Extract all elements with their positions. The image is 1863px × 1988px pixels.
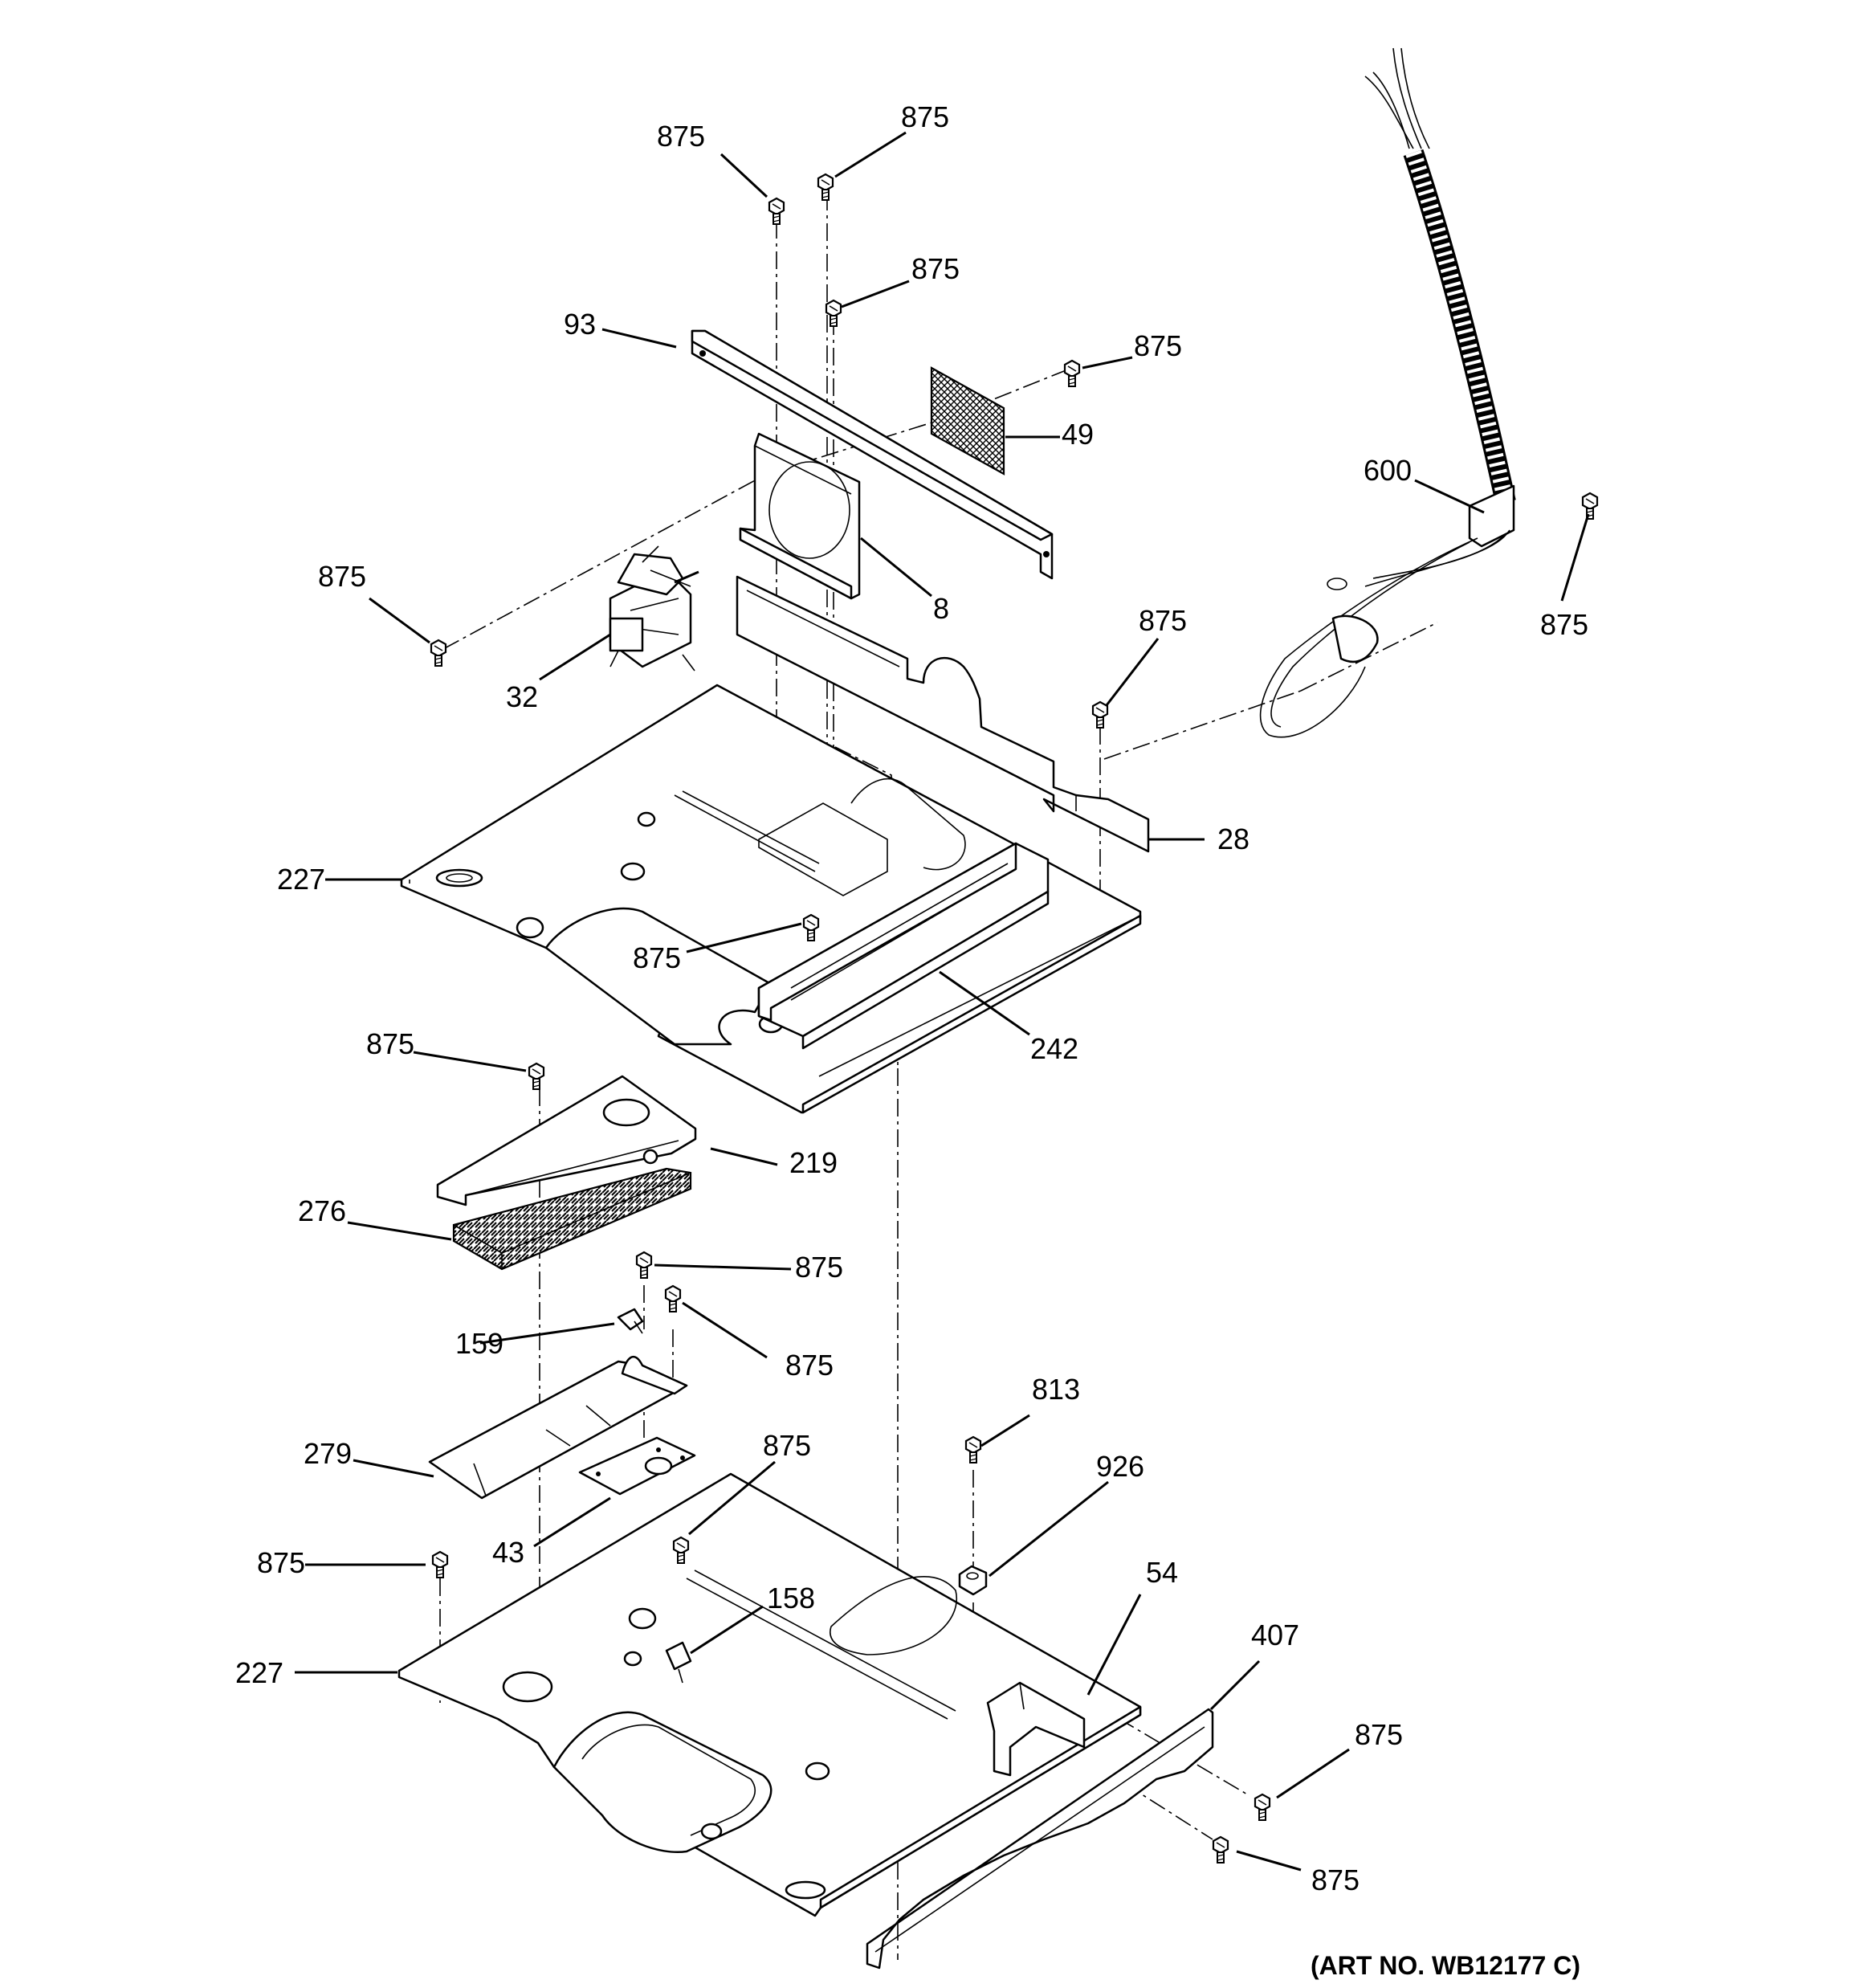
part-219-cover	[436, 1075, 697, 1206]
part-926-nut	[958, 1565, 988, 1596]
callout-219: 219	[789, 1146, 838, 1179]
callout-875: 875	[366, 1027, 414, 1060]
part-93-top-brace	[691, 329, 1054, 580]
screw-icon	[431, 1550, 449, 1579]
screw-icon	[817, 173, 834, 202]
part-54-bracket	[986, 1681, 1086, 1777]
callout-227: 227	[277, 863, 325, 896]
callout-159: 159	[455, 1327, 503, 1360]
callout-600: 600	[1364, 454, 1412, 487]
callout-227: 227	[235, 1656, 283, 1689]
callout-875: 875	[795, 1251, 843, 1284]
screw-icon	[635, 1251, 653, 1280]
screw-icon	[1091, 700, 1109, 729]
callout-276: 276	[298, 1194, 346, 1227]
art-number: (ART NO. WB12177 C)	[1311, 1951, 1580, 1980]
callout-875: 875	[1134, 329, 1182, 362]
callout-813: 813	[1032, 1373, 1080, 1406]
callout-875: 875	[785, 1349, 834, 1382]
part-28-rear-panel	[736, 575, 1150, 853]
callout-54: 54	[1146, 1556, 1178, 1589]
part-227-upper-base	[400, 684, 1142, 1114]
part-600-power-cord	[1259, 47, 1516, 738]
part-407-front-trim	[866, 1708, 1214, 1970]
leader-lines	[295, 131, 1590, 1872]
callout-875: 875	[911, 252, 960, 285]
callout-158: 158	[767, 1582, 815, 1614]
callout-labels: 875 875 875 93 875 49 8 875 32 875 875 6…	[235, 100, 1588, 1896]
callout-43: 43	[492, 1536, 524, 1569]
part-242-channel	[757, 842, 1050, 1050]
callout-28: 28	[1217, 823, 1249, 855]
callout-875: 875	[318, 560, 366, 593]
part-159-clip	[617, 1308, 644, 1334]
screw-icon	[1063, 359, 1081, 388]
part-276-insulation	[452, 1167, 692, 1271]
callout-8: 8	[933, 592, 949, 625]
callout-875: 875	[633, 941, 681, 974]
screw-icon	[964, 1435, 982, 1464]
callout-875: 875	[1540, 608, 1588, 641]
screw-icon	[528, 1062, 545, 1091]
screw-icon	[1254, 1793, 1271, 1822]
callout-49: 49	[1062, 418, 1094, 451]
part-8-fan-bracket	[739, 432, 861, 600]
callout-32: 32	[506, 680, 538, 713]
screw-icon	[664, 1284, 682, 1313]
screw-icon	[825, 299, 842, 328]
callout-93: 93	[564, 308, 596, 341]
callout-242: 242	[1030, 1032, 1078, 1065]
part-32-fan-motor	[609, 545, 699, 672]
callout-875: 875	[1311, 1863, 1360, 1896]
callout-407: 407	[1251, 1619, 1299, 1651]
callout-875: 875	[657, 120, 705, 153]
part-279-duct	[428, 1355, 688, 1500]
callout-926: 926	[1096, 1450, 1144, 1483]
part-49-vent-screen	[930, 366, 1005, 476]
part-227-lower-base	[397, 1472, 1142, 1917]
callout-875: 875	[901, 100, 949, 133]
part-43-mounting-plate	[578, 1436, 696, 1496]
screw-icon	[1212, 1835, 1229, 1864]
screw-icon	[1581, 492, 1599, 520]
callout-875: 875	[1139, 604, 1187, 637]
callout-875: 875	[1355, 1718, 1403, 1751]
callout-279: 279	[304, 1437, 352, 1470]
callout-875: 875	[257, 1546, 305, 1579]
screw-icon	[430, 639, 447, 667]
part-158-clip	[665, 1641, 692, 1684]
screw-icon	[768, 197, 785, 226]
callout-875: 875	[763, 1429, 811, 1462]
